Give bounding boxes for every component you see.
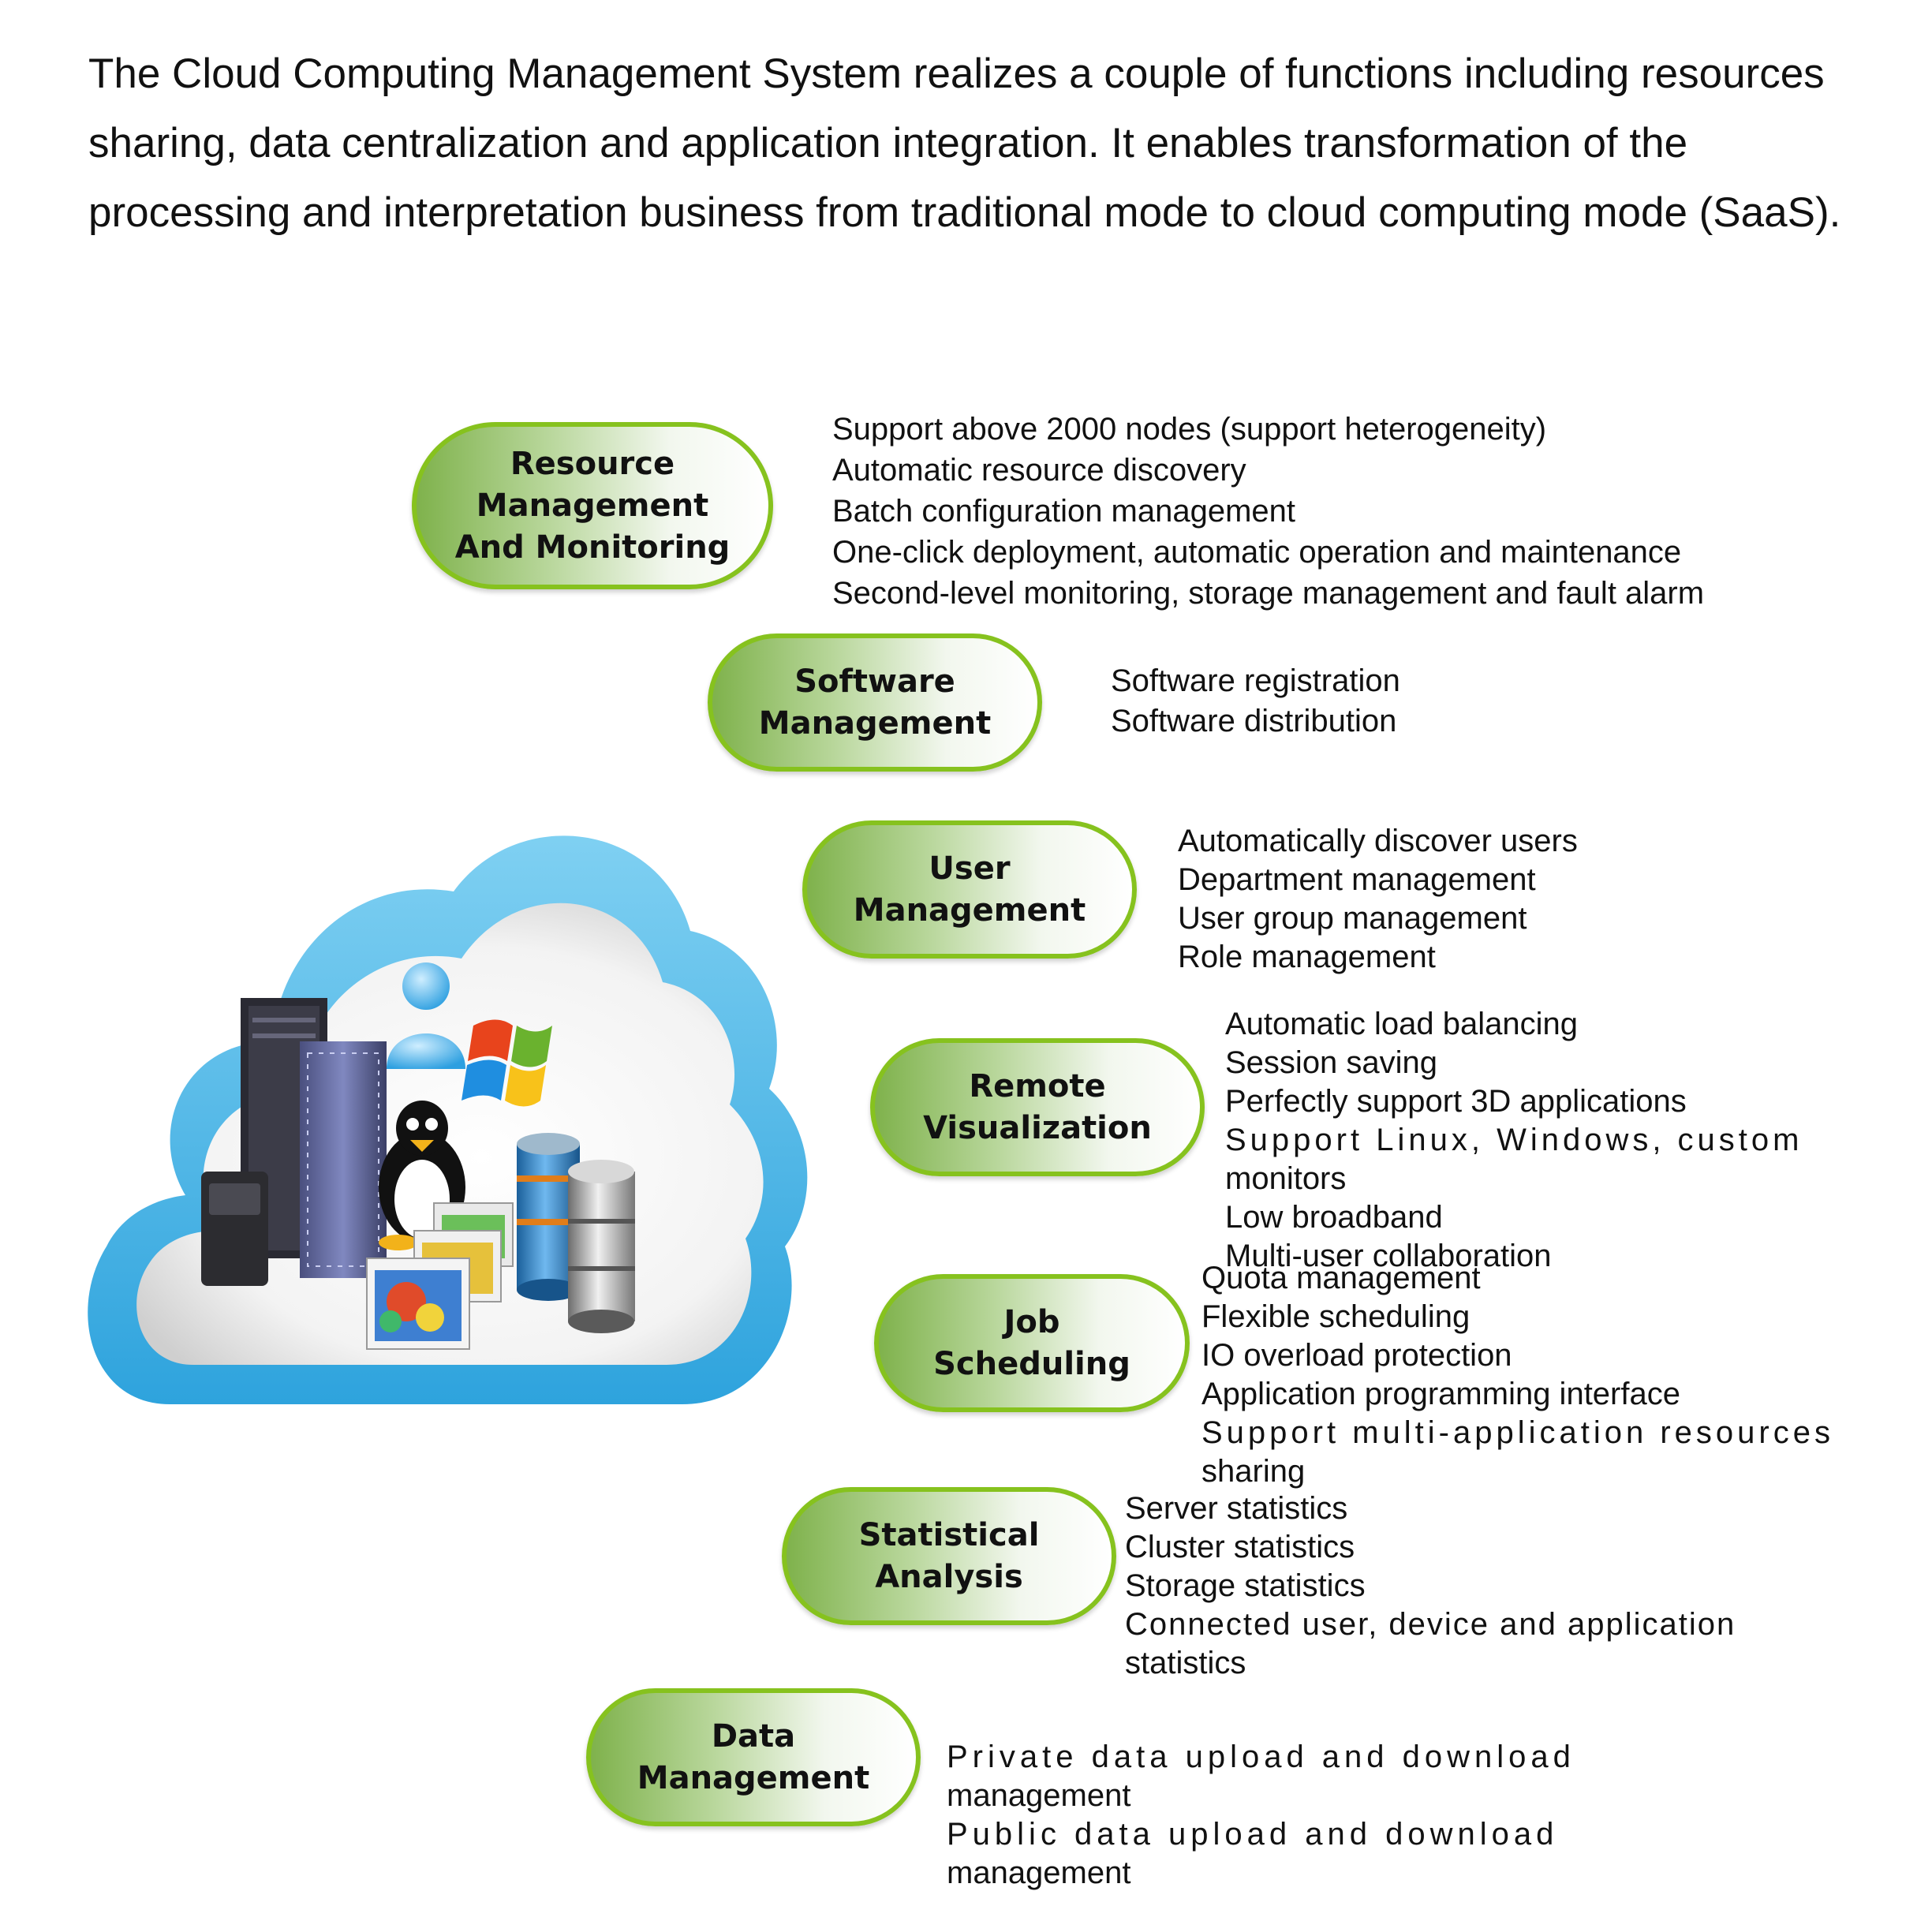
pill-statistical-analysis: Statistical Analysis (782, 1487, 1116, 1625)
desc-item: Storage statistics (1125, 1568, 1366, 1603)
pill-data-management: Data Management (586, 1688, 921, 1826)
software-windows-icon (366, 1202, 514, 1350)
intro-line-1: The Cloud Computing Management System re… (88, 50, 1825, 97)
desc-item: Application programming interface (1201, 1377, 1680, 1411)
pill-user-management: User Management (802, 820, 1137, 959)
windows-logo-icon (462, 1019, 552, 1107)
desc-item: sharing (1201, 1454, 1306, 1489)
desc-item: management (947, 1856, 1131, 1890)
desc-item: Connected user, device and application (1125, 1607, 1736, 1642)
desc-item: User group management (1178, 901, 1527, 936)
intro-line-2: sharing, data centralization and applica… (88, 120, 1688, 166)
desc-data-management: Private data upload and download managem… (947, 1738, 1575, 1893)
desc-software-management: Software registration Software distribut… (1111, 661, 1400, 742)
desc-item: Automatic load balancing (1225, 1007, 1578, 1041)
intro-line-3: processing and interpretation business f… (88, 189, 1841, 236)
desc-item: Software distribution (1111, 704, 1397, 738)
pill-job-scheduling: Job Scheduling (874, 1274, 1190, 1412)
desc-item: Session saving (1225, 1045, 1438, 1080)
desc-item: Cluster statistics (1125, 1530, 1355, 1564)
desc-item: Software registration (1111, 663, 1400, 698)
pill-remote-visualization: Remote Visualization (870, 1038, 1205, 1176)
desc-remote-visualization: Automatic load balancing Session saving … (1225, 1005, 1803, 1276)
desc-user-management: Automatically discover users Department … (1178, 822, 1578, 977)
desc-job-scheduling: Quota management Flexible scheduling IO … (1201, 1259, 1834, 1491)
desc-statistical-analysis: Server statistics Cluster statistics Sto… (1125, 1489, 1736, 1683)
desc-item: Role management (1178, 940, 1436, 974)
desc-item: Support above 2000 nodes (support hetero… (832, 412, 1547, 447)
desc-item: statistics (1125, 1646, 1246, 1680)
desc-resource-management: Support above 2000 nodes (support hetero… (832, 409, 1704, 614)
desc-item: Private data upload and download (947, 1740, 1575, 1774)
desc-item: Perfectly support 3D applications (1225, 1084, 1687, 1119)
cloud-illustration (88, 835, 808, 1404)
desc-item: Automatic resource discovery (832, 453, 1246, 488)
desc-item: management (947, 1778, 1131, 1813)
desc-item: Low broadband (1225, 1200, 1443, 1235)
desc-item: Second-level monitoring, storage managem… (832, 576, 1705, 611)
desc-item: Batch configuration management (832, 494, 1296, 529)
desc-item: IO overload protection (1201, 1338, 1512, 1373)
rack-server-icon (300, 1041, 387, 1278)
desc-item: Automatically discover users (1178, 824, 1578, 858)
user-icon (387, 962, 465, 1069)
desc-item: Flexible scheduling (1201, 1299, 1470, 1334)
desc-item: Support multi-application resources (1201, 1415, 1834, 1450)
desc-item: Support Linux, Windows, custom (1225, 1123, 1803, 1157)
desc-item: Quota management (1201, 1261, 1481, 1295)
desc-item: One-click deployment, automatic operatio… (832, 535, 1682, 570)
desc-item: Public data upload and download (947, 1817, 1559, 1852)
desc-item: monitors (1225, 1161, 1347, 1196)
desktop-pc-icon (201, 1172, 268, 1286)
pill-software-management: Software Management (708, 633, 1042, 772)
intro-paragraph: The Cloud Computing Management System re… (88, 39, 1903, 248)
pill-resource-management: Resource Management And Monitoring (412, 422, 773, 589)
desc-item: Department management (1178, 862, 1536, 897)
desc-item: Multi-user collaboration (1225, 1239, 1552, 1273)
desc-item: Server statistics (1125, 1491, 1348, 1526)
database-silver-icon (568, 1160, 635, 1333)
